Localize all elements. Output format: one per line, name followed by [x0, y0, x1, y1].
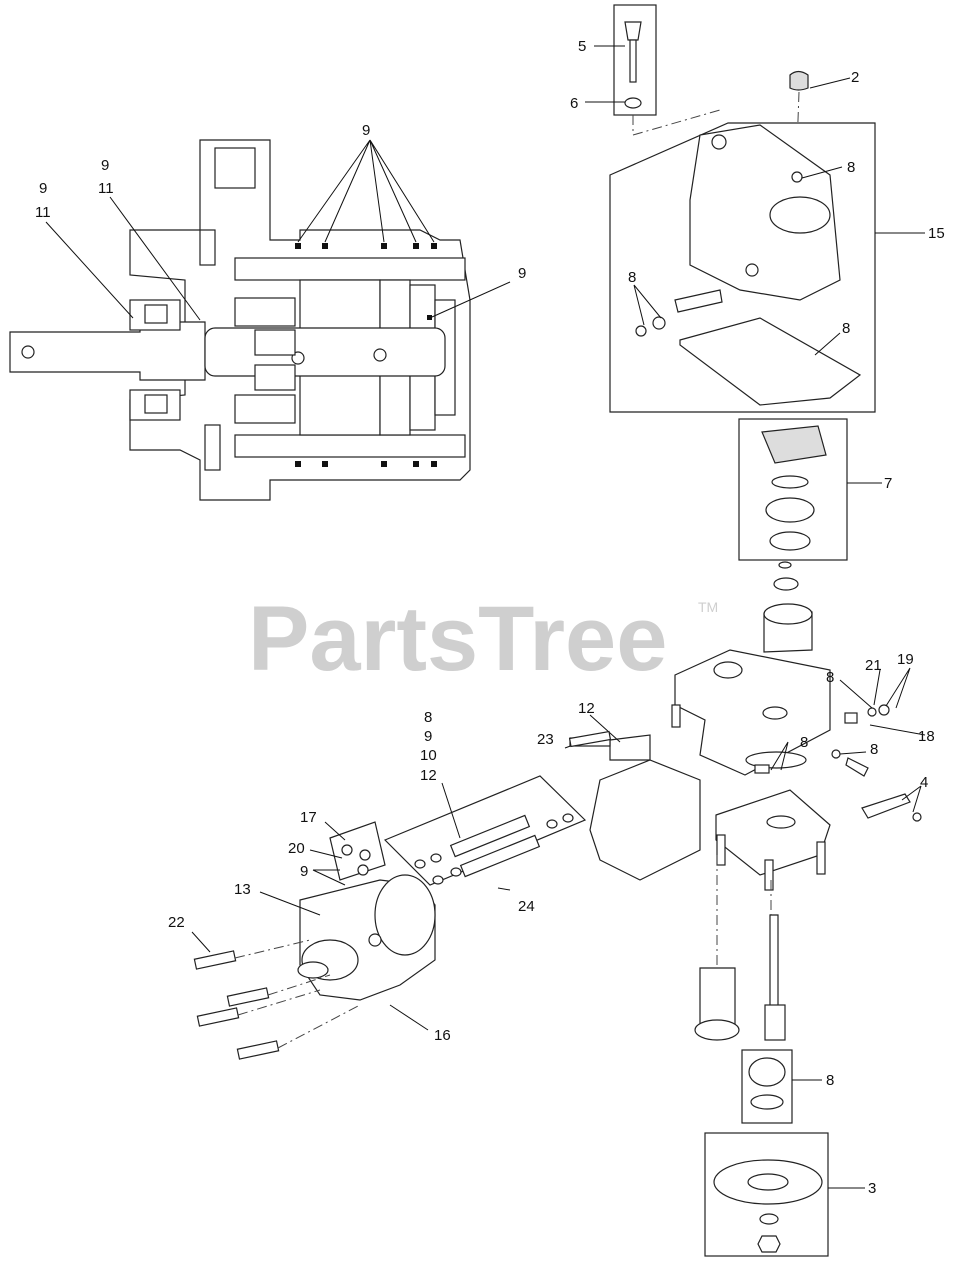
cylinder-block: [763, 561, 813, 653]
callout-12b: 12: [420, 767, 437, 784]
pump-assembly: [694, 751, 831, 1041]
callout-8d: 8: [826, 669, 834, 686]
pistons-box: [383, 775, 587, 886]
callout-9b: 9: [101, 157, 109, 174]
pulley-box-3: [704, 1132, 829, 1257]
callout-22: 22: [168, 914, 185, 931]
callout-labels: 5 6 2 8 15 8 8 7 9 9 11 9 11 9 21 19 8 1…: [35, 38, 945, 1197]
callout-9f: 9: [300, 863, 308, 880]
dipstick-box: [613, 4, 657, 116]
callout-5: 5: [578, 38, 586, 55]
bearing-box-8: [741, 1049, 793, 1124]
callout-9e: 9: [424, 728, 432, 745]
callout-13: 13: [234, 881, 251, 898]
callout-3: 3: [868, 1180, 876, 1197]
watermark: PartsTree: [248, 588, 667, 690]
callout-16: 16: [434, 1027, 451, 1044]
callout-8h: 8: [826, 1072, 834, 1089]
callout-15: 15: [928, 225, 945, 242]
watermark-tm: TM: [698, 599, 718, 615]
callout-9c: 9: [39, 180, 47, 197]
callout-10: 10: [420, 747, 437, 764]
callout-17: 17: [300, 809, 317, 826]
callout-23: 23: [537, 731, 554, 748]
callout-8b: 8: [628, 269, 636, 286]
callout-9d: 9: [518, 265, 526, 282]
housing-box-15: [609, 122, 876, 413]
callout-20: 20: [288, 840, 305, 857]
callout-7: 7: [884, 475, 892, 492]
main-housing: [297, 734, 701, 1001]
callout-9a: 9: [362, 122, 370, 139]
callout-19: 19: [897, 651, 914, 668]
callout-8g: 8: [424, 709, 432, 726]
callout-6: 6: [570, 95, 578, 112]
callout-8c: 8: [842, 320, 850, 337]
callout-2: 2: [851, 69, 859, 86]
cross-section-assembly: [9, 139, 471, 501]
cap-2: [789, 70, 809, 91]
callout-24: 24: [518, 898, 535, 915]
valve-box-17: [329, 821, 386, 881]
callout-8a: 8: [847, 159, 855, 176]
callout-8e: 8: [870, 741, 878, 758]
callout-11a: 11: [98, 180, 114, 197]
callout-21: 21: [865, 657, 882, 674]
callout-18: 18: [918, 728, 935, 745]
center-section: [671, 649, 922, 822]
callout-11b: 11: [35, 204, 51, 221]
callout-8f: 8: [800, 734, 808, 751]
swashplate-box-7: [738, 418, 848, 561]
callout-12a: 12: [578, 700, 595, 717]
callout-4: 4: [920, 774, 928, 791]
bolts-22: [193, 730, 612, 1060]
